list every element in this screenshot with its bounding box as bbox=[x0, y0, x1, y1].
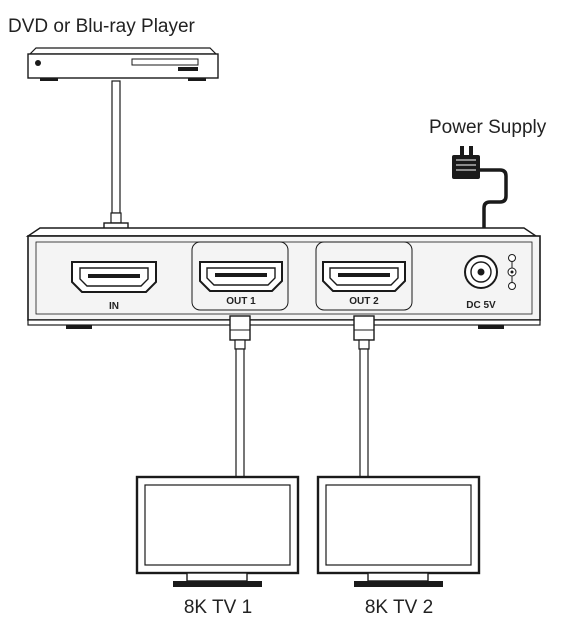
power-label: Power Supply bbox=[429, 117, 547, 138]
port-dc-label: DC 5V bbox=[466, 300, 496, 311]
hdmi-in-port: IN bbox=[71, 261, 157, 312]
port-out1-label: OUT 1 bbox=[226, 296, 256, 307]
dvd-bluray-player: DVD or Blu-ray Player bbox=[8, 16, 219, 81]
output1-hdmi-cable bbox=[229, 315, 251, 478]
polarity-symbol-icon bbox=[507, 254, 517, 290]
input-hdmi-cable bbox=[103, 80, 129, 248]
tv-1: 8K TV 1 bbox=[135, 475, 300, 618]
port-in-label: IN bbox=[109, 301, 119, 312]
hdmi-out1-port: OUT 1 bbox=[191, 241, 289, 311]
hdmi-splitter-box: IN OUT 1 OUT 2 DC 5V bbox=[25, 227, 541, 329]
source-label: DVD or Blu-ray Player bbox=[8, 16, 196, 37]
hdmi-out2-port: OUT 2 bbox=[315, 241, 413, 311]
output2-hdmi-cable bbox=[353, 315, 375, 478]
power-adapter-icon bbox=[452, 155, 480, 179]
power-led-icon bbox=[35, 60, 41, 66]
tv-2: 8K TV 2 bbox=[316, 475, 481, 618]
dc-5v-port: DC 5V bbox=[464, 254, 517, 311]
port-out2-label: OUT 2 bbox=[349, 296, 379, 307]
tv1-label: 8K TV 1 bbox=[184, 597, 252, 618]
tv2-label: 8K TV 2 bbox=[365, 597, 433, 618]
